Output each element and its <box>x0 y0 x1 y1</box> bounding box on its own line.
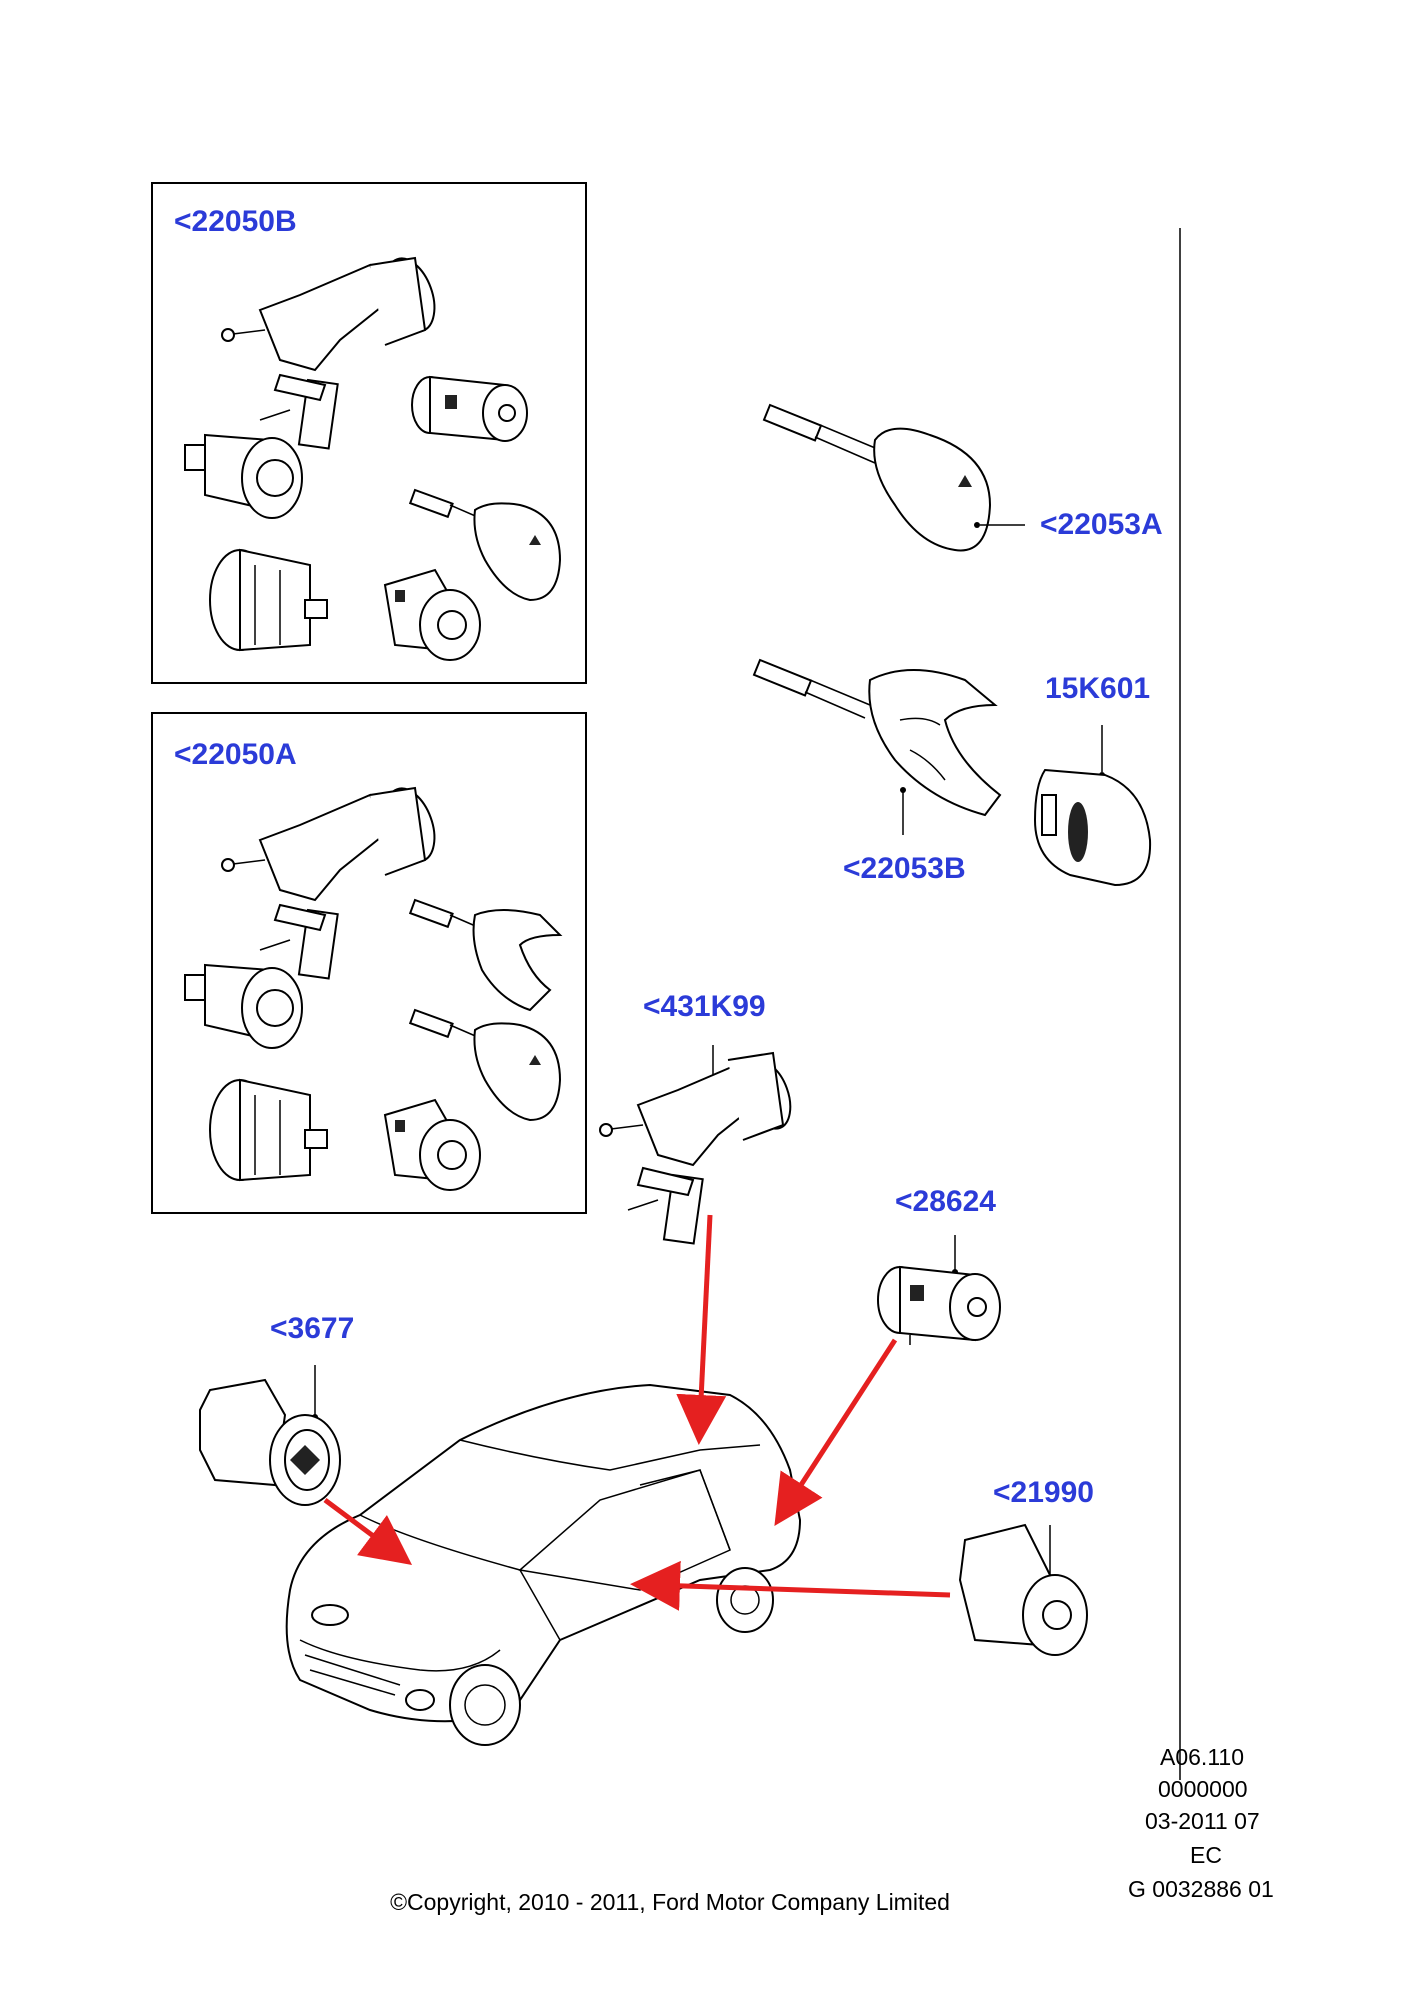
kit-a-parts <box>184 786 563 1191</box>
callout-21990[interactable]: <21990 <box>993 1476 1094 1509</box>
ignition-lock-drawing <box>599 1045 792 1245</box>
transponder-drawing <box>1033 725 1152 887</box>
ref-line-3: 03-2011 07 <box>1145 1808 1260 1834</box>
callout-431k99[interactable]: <431K99 <box>643 990 766 1023</box>
ref-line-2: 0000000 <box>1158 1776 1248 1802</box>
tailgate-cylinder-drawing <box>877 1235 1001 1345</box>
callout-28624[interactable]: <28624 <box>895 1185 996 1218</box>
front-door-cylinder-drawing <box>199 1365 341 1506</box>
pointer-arrows <box>323 1214 951 1611</box>
ref-line-5: G 0032886 01 <box>1128 1876 1274 1902</box>
ref-line-1: A06.110 <box>1160 1744 1244 1770</box>
kit-box-22050a <box>151 712 587 1214</box>
copyright-notice: ©Copyright, 2010 - 2011, Ford Motor Comp… <box>390 1889 950 1915</box>
callout-22050b[interactable]: <22050B <box>174 205 297 238</box>
callout-3677[interactable]: <3677 <box>270 1312 355 1345</box>
ref-line-4: EC <box>1190 1842 1222 1868</box>
kit-b-parts <box>184 256 562 661</box>
rear-door-cylinder-drawing <box>958 1523 1088 1656</box>
callout-15k601[interactable]: 15K601 <box>1045 672 1151 705</box>
callout-22053b[interactable]: <22053B <box>843 852 966 885</box>
kit-box-22050b <box>151 182 587 684</box>
callout-22053a[interactable]: <22053A <box>1040 508 1163 541</box>
key-22053b-drawing <box>752 658 1002 835</box>
callout-22050a[interactable]: <22050A <box>174 738 297 771</box>
key-22053a-drawing <box>762 403 1025 552</box>
car-drawing <box>285 1383 802 1746</box>
